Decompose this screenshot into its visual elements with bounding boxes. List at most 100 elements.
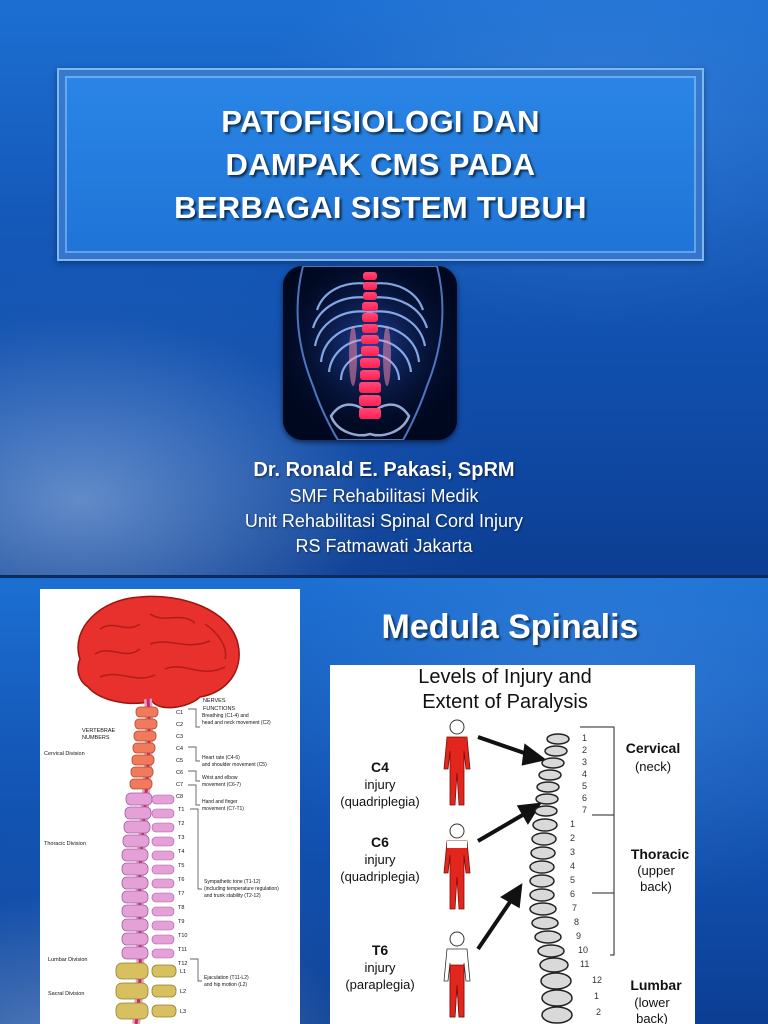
vertebra-number: 5 — [570, 875, 575, 885]
brain-icon — [77, 595, 240, 709]
level-label: T2 — [178, 821, 184, 827]
vertebral-numbers-label: VERTEBRAE — [82, 728, 116, 734]
region-sub: (upper — [637, 863, 675, 878]
figure-paraplegia-t6 — [443, 931, 471, 1018]
injury-word: injury — [364, 960, 396, 975]
affiliation-line: SMF Rehabilitasi Medik — [289, 486, 479, 506]
injury-type: (quadriplegia) — [340, 869, 420, 884]
region-sub: (neck) — [635, 759, 671, 774]
author-name: Dr. Ronald E. Pakasi, SpRM — [253, 459, 515, 481]
vertebra-number: 5 — [582, 781, 587, 791]
vertebra-number: 4 — [570, 861, 575, 871]
function-text: and shoulder movement (C5) — [202, 762, 267, 768]
slide-title: Medula Spinalis — [381, 608, 639, 646]
slide-divider — [0, 575, 768, 578]
function-text: movement (C7-T1) — [202, 806, 244, 812]
function-text: Heart rate (C4-6) — [202, 755, 240, 761]
vertebra-number: 3 — [582, 757, 587, 767]
title-line: DAMPAK CMS PADA — [225, 147, 536, 182]
function-text: Sympathetic tone (T1-12) — [204, 879, 261, 885]
level-label: L3 — [180, 1009, 186, 1015]
region-sub: back) — [640, 879, 672, 894]
figure-quadriplegia-c6 — [443, 823, 471, 910]
levels-of-injury-image: Levels of Injury and Extent of Paralysis… — [330, 665, 695, 1024]
injury-level: C6 — [371, 834, 389, 850]
functions-label: FUNCTIONS — [203, 706, 235, 712]
title-box: PATOFISIOLOGI DAN DAMPAK CMS PADA BERBAG… — [57, 68, 704, 261]
function-text: movement (C6-7) — [202, 782, 241, 788]
division-label: Cervical Division — [44, 751, 85, 757]
author-block: Dr. Ronald E. Pakasi, SpRM SMF Rehabilit… — [0, 456, 768, 559]
vertebra-number: 1 — [582, 733, 587, 743]
figure-quadriplegia-c4 — [443, 719, 471, 806]
function-text: and hip motion (L2) — [204, 982, 247, 988]
vertebra-number: 11 — [580, 959, 589, 969]
slide-title: PATOFISIOLOGI DAN DAMPAK CMS PADA BERBAG… — [174, 100, 587, 229]
function-text: head and neck movement (C2) — [202, 720, 271, 726]
division-label: Thoracic Division — [44, 841, 86, 847]
level-label: T11 — [178, 947, 187, 953]
region-label: Cervical — [626, 740, 680, 756]
level-label: C4 — [176, 746, 183, 752]
levels-title: Levels of Injury and — [418, 666, 591, 688]
level-label: C6 — [176, 770, 183, 776]
vertebra-number: 4 — [582, 769, 587, 779]
vertebra-number: 3 — [570, 847, 575, 857]
vertebra-number: 7 — [572, 903, 577, 913]
level-label: L2 — [180, 989, 186, 995]
affiliation-line: Unit Rehabilitasi Spinal Cord Injury — [244, 511, 524, 531]
vertebral-numbers-label: NUMBERS — [82, 735, 110, 741]
spine-xray-image — [283, 266, 457, 440]
injury-type: (quadriplegia) — [340, 794, 420, 809]
division-label: Sacral Division — [48, 991, 84, 997]
level-label: C8 — [176, 794, 183, 800]
vertebra-number: 10 — [578, 945, 588, 955]
level-label: C7 — [176, 782, 183, 788]
function-text: and trunk stability (T2-12) — [204, 893, 261, 899]
title-slide: PATOFISIOLOGI DAN DAMPAK CMS PADA BERBAG… — [0, 0, 768, 575]
level-label: T10 — [178, 933, 187, 939]
level-label: T12 — [178, 961, 187, 967]
division-label: Lumbar Division — [48, 957, 87, 963]
function-text: Wrist and elbow — [202, 775, 238, 781]
injury-word: injury — [364, 852, 396, 867]
vertebra-number: 6 — [570, 889, 575, 899]
level-label: T6 — [178, 877, 184, 883]
function-text: Hand and finger — [202, 799, 238, 805]
level-label: T4 — [178, 849, 184, 855]
level-label: T9 — [178, 919, 184, 925]
level-label: C3 — [176, 734, 183, 740]
region-label: Lumbar — [630, 977, 682, 993]
vertebra-number: 1 — [594, 991, 599, 1001]
vertebra-number: 9 — [576, 931, 581, 941]
nerves-label: NERVES — [203, 698, 226, 704]
region-label: Thoracic — [631, 846, 690, 862]
level-label: T1 — [178, 807, 184, 813]
vertebra-number: 8 — [574, 917, 579, 927]
function-text: Breathing (C1-4) and — [202, 713, 249, 719]
level-label: T3 — [178, 835, 184, 841]
level-label: C5 — [176, 758, 183, 764]
affiliation-line: RS Fatmawati Jakarta — [295, 536, 473, 556]
vertebra-number: 1 — [570, 819, 575, 829]
level-label: T8 — [178, 905, 184, 911]
content-slide: NERVES FUNCTIONS VERTEBRAE NUMBERS Cervi… — [0, 578, 768, 1024]
region-sub: back) — [636, 1011, 668, 1024]
title-line: PATOFISIOLOGI DAN — [221, 104, 540, 139]
vertebra-number: 7 — [582, 805, 587, 815]
level-label: C2 — [176, 722, 183, 728]
vertebra-number: 12 — [592, 975, 602, 985]
title-line: BERBAGAI SISTEM TUBUH — [174, 190, 587, 225]
injury-word: injury — [364, 777, 396, 792]
injury-level: C4 — [371, 759, 389, 775]
levels-title: Extent of Paralysis — [422, 691, 588, 713]
injury-level: T6 — [372, 942, 389, 958]
injury-type: (paraplegia) — [345, 977, 414, 992]
level-label: T5 — [178, 863, 184, 869]
region-sub: (lower — [634, 995, 670, 1010]
level-label: C1 — [176, 710, 183, 716]
level-label: T7 — [178, 891, 184, 897]
vertebra-number: 2 — [570, 833, 575, 843]
function-text: (including temperature regulation) — [204, 886, 279, 892]
vertebra-number: 2 — [582, 745, 587, 755]
